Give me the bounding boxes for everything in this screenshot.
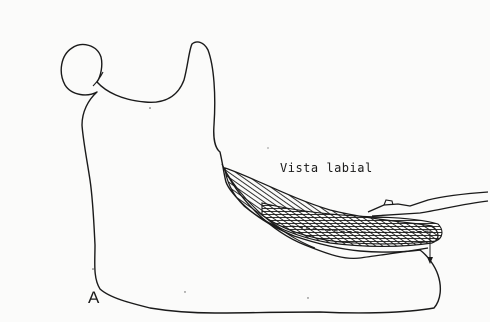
probe-instrument-shaft	[372, 201, 488, 216]
mandible-outline	[61, 42, 440, 313]
panel-label: A	[88, 288, 100, 307]
probe-instrument-icon	[368, 192, 488, 212]
scan-specks	[92, 107, 360, 298]
view-label: Vista labial	[280, 161, 373, 175]
